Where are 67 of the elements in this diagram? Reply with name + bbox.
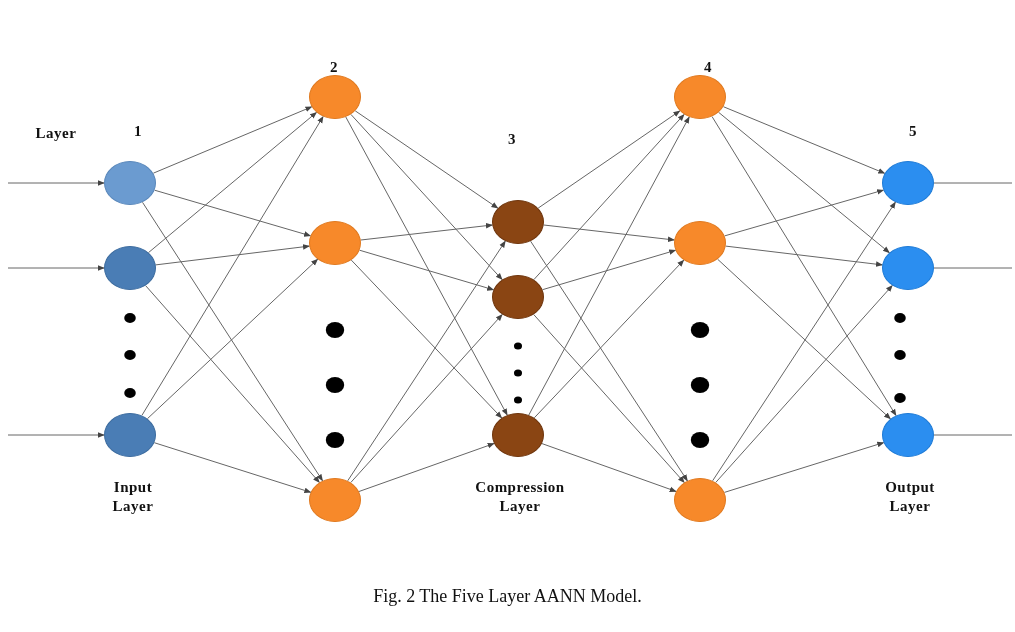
arrow: [350, 113, 503, 281]
layer-heading: Layer: [34, 124, 78, 143]
arrow: [541, 443, 677, 492]
neuron-circle: [882, 161, 934, 205]
arrow: [543, 224, 675, 243]
connector-line: [933, 182, 1013, 184]
arrow: [153, 442, 312, 494]
arrow: [718, 111, 890, 254]
arrow: [715, 285, 893, 483]
arrow: [155, 244, 310, 266]
layer-number: 4: [703, 58, 713, 77]
arrow: [712, 201, 896, 482]
neuron-circle: [104, 246, 156, 290]
neuron-circle: [882, 246, 934, 290]
neuron-circle: [492, 275, 544, 319]
neuron-circle: [674, 478, 726, 522]
arrow: [533, 113, 685, 281]
neuron-circle: [309, 75, 361, 119]
connector-line: [933, 267, 1013, 269]
layer-number: 2: [329, 58, 339, 77]
arrow: [533, 314, 685, 483]
neuron-circle: [492, 413, 544, 457]
figure-caption: Fig. 2 The Five Layer AANN Model.: [372, 586, 643, 607]
arrow: [154, 189, 312, 237]
arrow: [142, 201, 323, 482]
arrow: [345, 116, 508, 416]
arrow: [528, 116, 690, 416]
arrow: [148, 111, 318, 254]
connector-line: [933, 434, 1013, 436]
layer-name: Compression Layer: [474, 478, 566, 516]
arrow: [359, 249, 495, 291]
arrow: [350, 314, 503, 483]
neuron-circle: [104, 413, 156, 457]
neuron-circle: [674, 75, 726, 119]
arrow: [530, 240, 688, 482]
arrow: [542, 249, 677, 291]
arrow: [152, 106, 313, 174]
arrow: [7, 432, 105, 438]
neuron-circle: [492, 200, 544, 244]
arrow: [725, 245, 883, 267]
neuron-circle: [309, 478, 361, 522]
arrow: [717, 258, 891, 420]
arrow: [354, 110, 499, 209]
arrow: [350, 259, 503, 419]
arrow: [360, 222, 493, 241]
arrow: [7, 265, 105, 271]
arrow: [711, 116, 897, 417]
arrow: [7, 180, 105, 186]
arrow: [723, 441, 885, 493]
arrow: [537, 110, 681, 209]
arrow: [145, 285, 320, 483]
arrow: [146, 258, 319, 420]
neuron-circle: [882, 413, 934, 457]
arrow: [141, 116, 324, 416]
layer-number: 1: [133, 122, 143, 141]
arrow: [358, 442, 495, 492]
neuron-circle: [674, 221, 726, 265]
arrow: [533, 259, 685, 419]
arrow: [722, 106, 886, 174]
arrow: [347, 240, 506, 482]
arrow: [724, 189, 885, 237]
layer-number: 5: [908, 122, 918, 141]
neuron-circle: [309, 221, 361, 265]
layer-name: Input Layer: [111, 478, 155, 516]
layer-number: 3: [507, 130, 517, 149]
layer-name: Output Layer: [884, 478, 936, 516]
neuron-circle: [104, 161, 156, 205]
